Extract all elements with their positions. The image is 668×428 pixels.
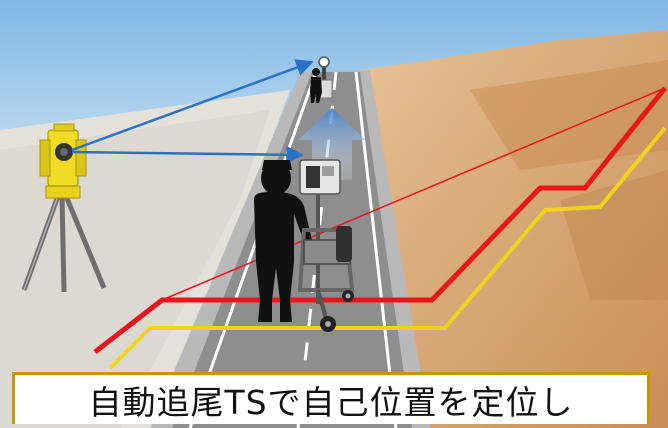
tracking-arrow-near — [71, 146, 304, 164]
distant-operator-icon — [310, 68, 322, 103]
operator-silhouette-icon — [254, 160, 312, 322]
caption-box: 自動追尾TSで自己位置を定位し — [12, 372, 650, 424]
red-boundary-line — [93, 86, 667, 354]
total-station-icon — [21, 123, 107, 293]
yellow-boundary-line — [108, 126, 667, 370]
tracking-arrow-far — [71, 59, 314, 152]
red-thin-guide-line — [161, 87, 666, 301]
survey-cart-icon — [297, 159, 355, 332]
caption-text: 自動追尾TSで自己位置を定位し — [88, 382, 574, 422]
